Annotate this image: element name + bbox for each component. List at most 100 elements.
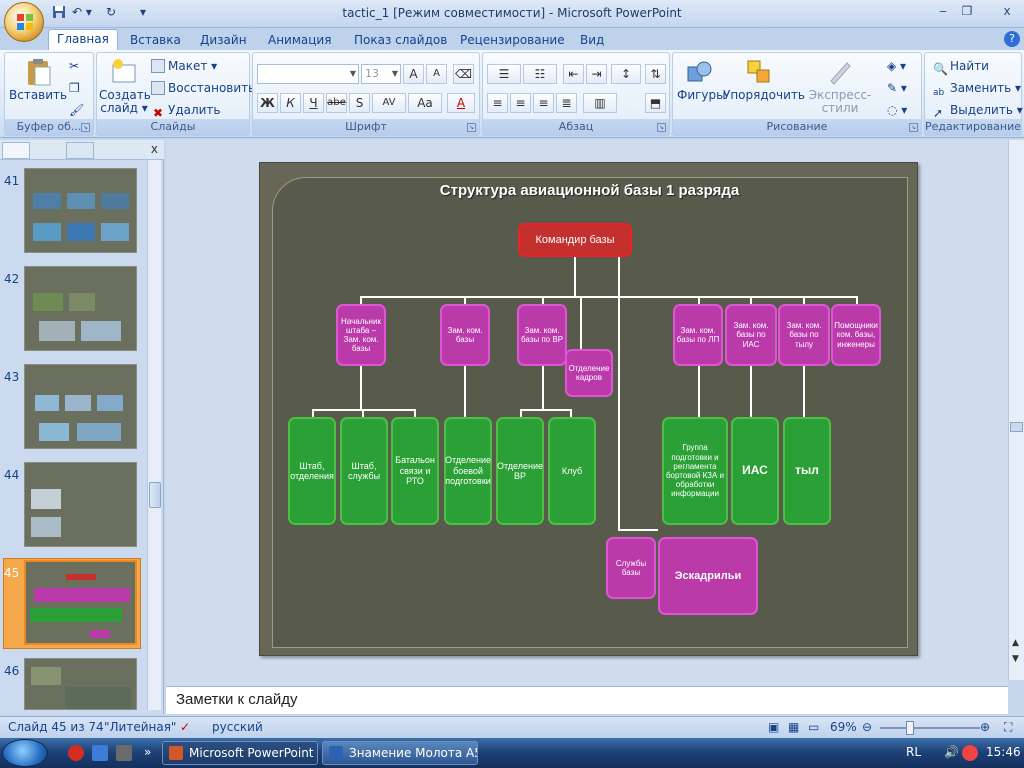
outline-tab-icon[interactable] — [66, 142, 94, 159]
slides-tab-icon[interactable] — [2, 142, 30, 159]
zoom-in-icon[interactable]: ⊕ — [980, 720, 991, 734]
slide-title[interactable]: Структура авиационной базы 1 разряда — [439, 182, 740, 199]
clock[interactable]: 15:46 — [986, 745, 1021, 759]
node-hq-services[interactable]: Штаб, службы — [340, 417, 388, 525]
opera-icon[interactable] — [68, 745, 84, 761]
vk-icon[interactable] — [92, 745, 108, 761]
more-quicklaunch-icon[interactable]: » — [144, 745, 152, 759]
layout-button[interactable]: Макет ▾ — [151, 57, 217, 75]
tab-animation[interactable]: Анимация — [268, 33, 332, 47]
node-signal-battalion[interactable]: Батальон связи и РТО — [391, 417, 439, 525]
panel-scroll-thumb[interactable] — [149, 482, 161, 508]
tab-design[interactable]: Дизайн — [200, 33, 247, 47]
slide-thumbnail-41[interactable] — [24, 168, 137, 253]
node-rear[interactable]: тыл — [783, 417, 831, 525]
node-assistants[interactable]: Помощники ком. базы, инженеры — [831, 304, 881, 366]
paste-button[interactable]: Вставить — [9, 57, 67, 102]
undo-icon[interactable]: ↶ ▾ — [72, 5, 92, 19]
align-right-icon[interactable]: ≡ — [533, 93, 554, 113]
italic-button[interactable]: К — [280, 93, 301, 113]
sorter-view-icon[interactable]: ▦ — [788, 720, 800, 734]
tab-review[interactable]: Рецензирование — [460, 33, 565, 47]
columns-icon[interactable]: ▥ — [583, 93, 617, 113]
office-button[interactable] — [4, 2, 44, 42]
restore-button[interactable]: ❐ — [961, 4, 973, 18]
node-hq-departments[interactable]: Штаб, отделения — [288, 417, 336, 525]
format-painter-icon[interactable]: 🖌 — [69, 103, 85, 117]
shadow-button[interactable]: S — [349, 93, 370, 113]
spacing-button[interactable]: AV — [372, 93, 406, 113]
slide-thumbnail-46[interactable] — [24, 658, 137, 710]
qat-customize-icon[interactable]: ▾ — [140, 5, 147, 19]
notes-pane[interactable]: Заметки к слайду — [166, 686, 1008, 714]
slide-thumbnail-45[interactable] — [24, 560, 137, 645]
font-color-button[interactable]: A — [447, 93, 475, 113]
start-button[interactable] — [2, 739, 48, 767]
fit-slide-icon[interactable]: ⛶ — [1004, 720, 1013, 734]
cut-icon[interactable]: ✂ — [69, 59, 80, 73]
node-vr-dept[interactable]: Отделение ВР — [496, 417, 544, 525]
tray-app-icon[interactable] — [962, 745, 978, 761]
change-case-button[interactable]: Aa — [408, 93, 442, 113]
node-deputy-rear[interactable]: Зам. ком. базы по тылу — [778, 304, 830, 366]
panel-scrollbar[interactable] — [147, 160, 161, 710]
close-panel-icon[interactable]: x — [150, 142, 158, 156]
node-chief-of-staff[interactable]: Начальник штаба – Зам. ком. базы — [336, 304, 386, 366]
quick-styles-button[interactable]: Экспресс-стили — [797, 57, 883, 115]
node-club[interactable]: Клуб — [548, 417, 596, 525]
delete-slide-button[interactable]: ✖Удалить — [151, 101, 221, 120]
align-left-icon[interactable]: ≡ — [487, 93, 508, 113]
select-button[interactable]: ➚Выделить ▾ — [933, 103, 1023, 120]
node-commander[interactable]: Командир базы — [518, 223, 632, 257]
taskbar-powerpoint[interactable]: Microsoft PowerPoint - ... — [162, 741, 318, 765]
volume-icon[interactable]: 🔊 — [944, 745, 959, 759]
editor-scroll-thumb[interactable] — [1010, 422, 1023, 432]
node-combat-training[interactable]: Отделение боевой подготовки — [444, 417, 492, 525]
drawing-launcher[interactable]: ↘ — [909, 123, 918, 132]
editor-vertical-scrollbar[interactable]: ▲ ▼ — [1008, 140, 1024, 680]
grow-font-button[interactable]: A — [403, 64, 424, 84]
shapes-button[interactable]: Фигуры — [677, 57, 726, 102]
close-button[interactable]: x — [1003, 4, 1011, 18]
paragraph-launcher[interactable]: ↘ — [657, 123, 666, 132]
save-icon[interactable] — [52, 5, 66, 23]
help-icon[interactable]: ? — [1004, 31, 1020, 47]
find-button[interactable]: 🔍Найти — [933, 57, 989, 76]
numbering-icon[interactable]: ☷ — [523, 64, 557, 84]
copy-icon[interactable]: ❐ — [69, 81, 80, 95]
node-kza-group[interactable]: Группа подготовки и регламента бортовой … — [662, 417, 728, 525]
app-icon[interactable] — [116, 745, 132, 761]
taskbar-document[interactable]: Знамение Молота А5... — [322, 741, 478, 765]
tab-insert[interactable]: Вставка — [130, 33, 181, 47]
node-deputy[interactable]: Зам. ком. базы — [440, 304, 490, 366]
strikethrough-button[interactable]: abe — [326, 93, 347, 113]
decrease-indent-icon[interactable]: ⇤ — [563, 64, 584, 84]
align-center-icon[interactable]: ≡ — [510, 93, 531, 113]
clear-format-icon[interactable]: ⌫ — [453, 64, 474, 84]
font-name-combo[interactable]: ▼ — [257, 64, 359, 84]
slide-thumbnail-43[interactable] — [24, 364, 137, 449]
next-slide-icon[interactable]: ▼ — [1012, 654, 1019, 664]
text-direction-icon[interactable]: ⇅ — [645, 64, 666, 84]
keyboard-language[interactable]: RL — [906, 745, 922, 759]
zoom-slider-handle[interactable] — [906, 721, 914, 735]
minimize-button[interactable]: ‒ — [939, 4, 947, 18]
line-spacing-icon[interactable]: ↕ — [611, 64, 641, 84]
font-size-combo[interactable]: 13▼ — [361, 64, 401, 84]
font-launcher[interactable]: ↘ — [467, 123, 476, 132]
tab-home[interactable]: Главная — [48, 29, 118, 50]
slide-thumbnail-42[interactable] — [24, 266, 137, 351]
tab-slideshow[interactable]: Показ слайдов — [354, 33, 448, 47]
node-personnel-dept[interactable]: Отделение кадров — [565, 349, 613, 397]
bullets-icon[interactable]: ☰ — [487, 64, 521, 84]
justify-icon[interactable]: ≣ — [556, 93, 577, 113]
spellcheck-icon[interactable]: ✓ — [180, 720, 191, 734]
tab-view[interactable]: Вид — [580, 33, 605, 47]
smartart-icon[interactable]: ⬒ — [645, 93, 666, 113]
node-base-services[interactable]: Службы базы — [606, 537, 656, 599]
bold-button[interactable]: Ж — [257, 93, 278, 113]
theme-name[interactable]: "Литейная" — [104, 720, 177, 734]
reset-button[interactable]: Восстановить — [151, 79, 255, 97]
normal-view-icon[interactable]: ▣ — [768, 720, 780, 734]
zoom-level[interactable]: 69% — [830, 720, 857, 734]
